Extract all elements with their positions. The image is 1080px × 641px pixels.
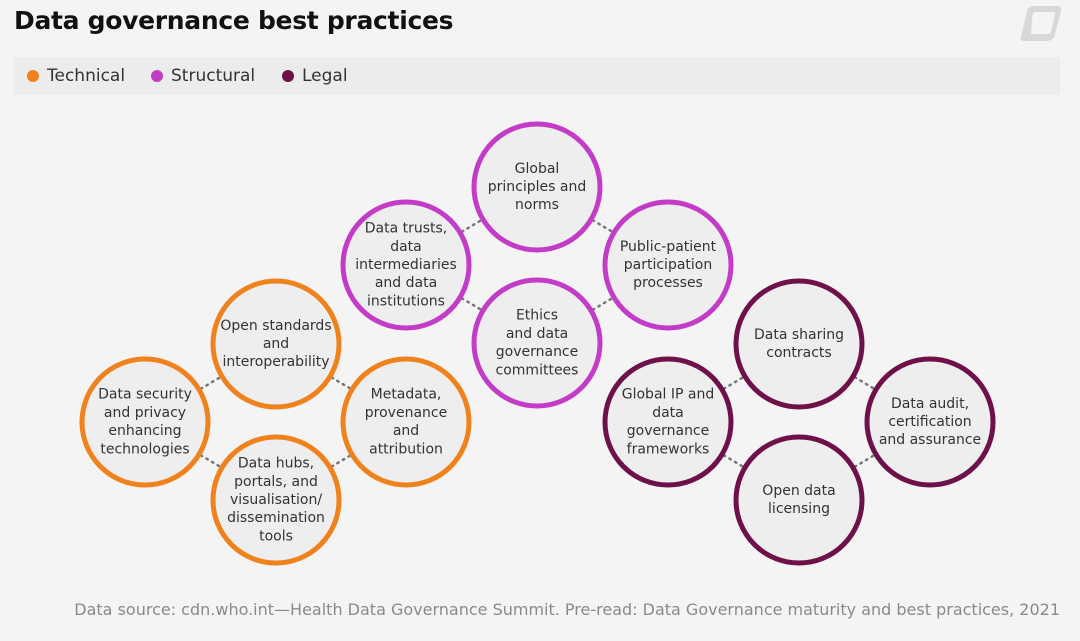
node-label-data-hubs-2: visualisation/ bbox=[230, 492, 322, 508]
node-label-global-ip-1: data bbox=[652, 405, 684, 421]
node-label-data-trusts-2: intermediaries bbox=[355, 257, 457, 273]
node-label-data-trusts-0: Data trusts, bbox=[365, 221, 448, 237]
node-circle-data-sharing bbox=[733, 278, 865, 410]
node-label-ethics-1: and data bbox=[506, 326, 568, 342]
node-data-audit: Data audit, certification and assurance bbox=[864, 356, 996, 488]
node-label-data-trusts-4: institutions bbox=[367, 293, 445, 309]
node-circle-ethics bbox=[471, 277, 603, 409]
node-open-standards: Open standards and interoperability bbox=[210, 278, 342, 410]
node-label-data-security-0: Data security bbox=[98, 387, 192, 403]
node-circle-data-trusts bbox=[340, 199, 472, 331]
node-label-metadata-0: Metadata, bbox=[371, 387, 442, 403]
node-circle-data-audit bbox=[864, 356, 996, 488]
node-label-data-hubs-4: tools bbox=[259, 528, 293, 544]
node-label-data-audit-0: Data audit, bbox=[891, 396, 969, 412]
node-label-data-sharing-0: Data sharing bbox=[754, 327, 844, 343]
node-data-sharing: Data sharing contracts bbox=[733, 278, 865, 410]
node-label-public-patient-1: participation bbox=[624, 257, 712, 273]
legend: Technical Structural Legal bbox=[14, 57, 1060, 95]
legend-item-legal: Legal bbox=[282, 57, 348, 95]
node-label-public-patient-2: processes bbox=[633, 275, 703, 291]
legend-dot-technical bbox=[27, 70, 39, 82]
source-note: Data source: cdn.who.int—Health Data Gov… bbox=[74, 600, 1060, 619]
node-label-data-trusts-1: data bbox=[390, 239, 422, 255]
node-circle-global-principles bbox=[471, 121, 603, 253]
page-title: Data governance best practices bbox=[14, 6, 454, 35]
node-label-data-sharing-1: contracts bbox=[766, 345, 831, 361]
node-global-ip: Global IP and data governance frameworks bbox=[602, 356, 734, 488]
node-ethics: Ethics and data governance committees bbox=[471, 277, 603, 409]
node-label-data-hubs-1: portals, and bbox=[234, 474, 318, 490]
node-data-security: Data security and privacy enhancing technol… bbox=[79, 356, 211, 488]
node-label-open-licensing-0: Open data bbox=[762, 483, 835, 499]
node-label-data-hubs-0: Data hubs, bbox=[238, 456, 314, 472]
node-circle-data-security bbox=[79, 356, 211, 488]
node-label-open-standards-0: Open standards bbox=[220, 318, 331, 334]
node-data-hubs: Data hubs, portals, and visualisation/diss… bbox=[210, 434, 342, 566]
node-label-data-hubs-3: dissemination bbox=[227, 510, 325, 526]
legend-item-technical: Technical bbox=[27, 57, 125, 95]
node-label-global-ip-0: Global IP and bbox=[622, 387, 714, 403]
node-global-principles: Global principles and norms bbox=[471, 121, 603, 253]
legend-dot-structural bbox=[151, 70, 163, 82]
node-data-trusts: Data trusts, data intermediaries and data in… bbox=[340, 199, 472, 331]
node-circle-data-hubs bbox=[210, 434, 342, 566]
node-label-public-patient-0: Public-patient bbox=[620, 239, 717, 255]
node-circle-open-standards bbox=[210, 278, 342, 410]
legend-label-legal: Legal bbox=[302, 66, 348, 86]
node-label-open-standards-2: interoperability bbox=[222, 354, 329, 370]
node-open-licensing: Open data licensing bbox=[733, 434, 865, 566]
node-label-global-ip-3: frameworks bbox=[627, 441, 710, 457]
node-label-data-audit-2: and assurance bbox=[879, 432, 981, 448]
node-label-ethics-0: Ethics bbox=[516, 308, 558, 324]
node-label-metadata-1: provenance bbox=[365, 405, 447, 421]
node-circle-global-ip bbox=[602, 356, 734, 488]
node-public-patient: Public-patient participation processes bbox=[602, 199, 734, 331]
node-label-global-principles-2: norms bbox=[515, 197, 559, 213]
node-label-ethics-3: committees bbox=[496, 362, 579, 378]
node-label-data-security-3: technologies bbox=[100, 441, 189, 457]
node-label-global-principles-0: Global bbox=[515, 161, 560, 177]
node-metadata: Metadata, provenance and attribution bbox=[340, 356, 472, 488]
node-circle-public-patient bbox=[602, 199, 734, 331]
legend-dot-legal bbox=[282, 70, 294, 82]
legend-label-technical: Technical bbox=[47, 66, 126, 86]
node-label-global-principles-1: principles and bbox=[488, 179, 586, 195]
node-circle-metadata bbox=[340, 356, 472, 488]
node-label-open-licensing-1: licensing bbox=[768, 501, 830, 517]
brand-logo-icon bbox=[1020, 6, 1062, 41]
node-label-metadata-2: and bbox=[393, 423, 419, 439]
node-label-data-security-2: enhancing bbox=[108, 423, 181, 439]
legend-label-structural: Structural bbox=[171, 66, 256, 86]
node-label-global-ip-2: governance bbox=[627, 423, 710, 439]
node-label-metadata-3: attribution bbox=[369, 441, 443, 457]
node-label-data-audit-1: certification bbox=[888, 414, 971, 430]
node-label-open-standards-1: and bbox=[263, 336, 289, 352]
node-label-ethics-2: governance bbox=[496, 344, 579, 360]
node-label-data-trusts-3: and data bbox=[375, 275, 437, 291]
node-circle-open-licensing bbox=[733, 434, 865, 566]
legend-item-structural: Structural bbox=[151, 57, 255, 95]
node-label-data-security-1: and privacy bbox=[104, 405, 186, 421]
